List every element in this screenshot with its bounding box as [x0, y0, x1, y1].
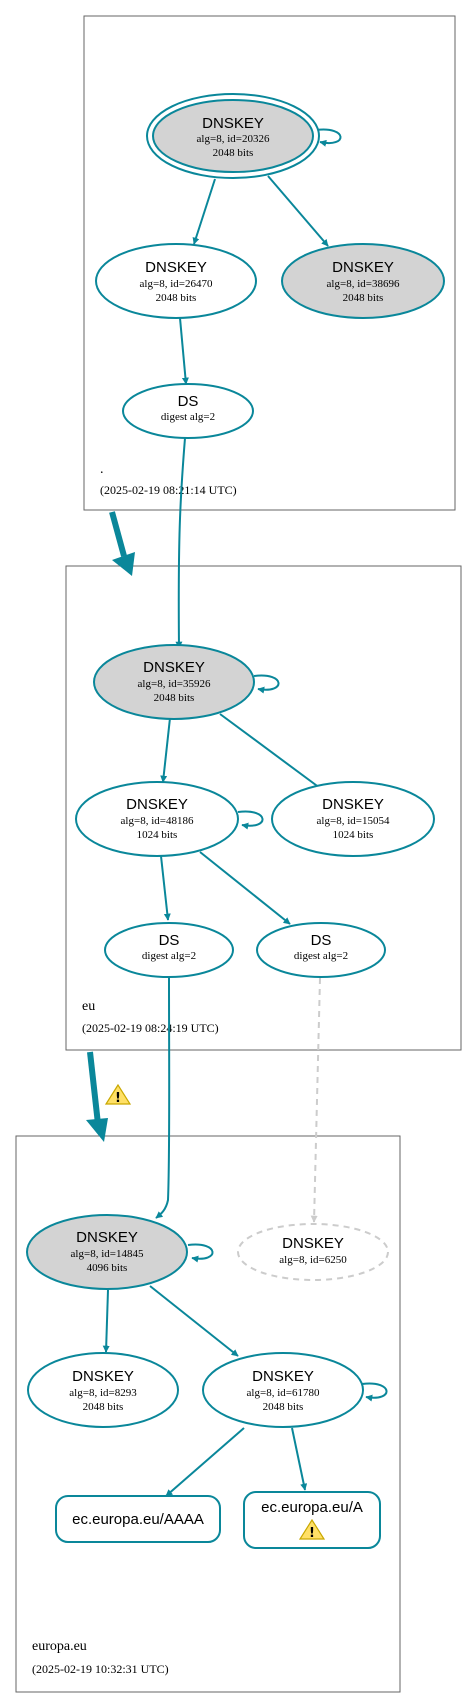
zone-timestamp-europa-eu: (2025-02-19 10:32:31 UTC) — [32, 1662, 169, 1676]
node-title: DS — [178, 393, 199, 410]
node-eu-zsk-48186[interactable]: DNSKEY alg=8, id=48186 1024 bits — [75, 781, 239, 857]
node-line: 1024 bits — [137, 829, 178, 841]
node-eu-ds-1[interactable]: DS digest alg=2 — [104, 922, 234, 978]
zone-timestamp-root: (2025-02-19 08:21:14 UTC) — [100, 483, 237, 497]
node-line: alg=8, id=35926 — [138, 678, 211, 690]
node-title: DNSKEY — [322, 796, 384, 813]
edge-root-zsk1-ds — [179, 317, 189, 385]
zone-name-europa-eu: europa.eu — [32, 1639, 87, 1654]
node-line: digest alg=2 — [294, 950, 348, 962]
node-line: alg=8, id=6250 — [279, 1254, 347, 1266]
edges — [102, 128, 388, 1497]
node-title: DNSKEY — [145, 259, 207, 276]
node-europa-missing-key[interactable]: DNSKEY alg=8, id=6250 — [237, 1223, 389, 1281]
node-title: DS — [311, 932, 332, 949]
node-root-zsk-38696[interactable]: DNSKEY alg=8, id=38696 2048 bits — [281, 243, 445, 319]
edge-europa-ksk-zsk2 — [149, 1285, 239, 1357]
warning-icon[interactable]: ! — [104, 1083, 132, 1106]
edge-self-eu-zsk1 — [237, 810, 264, 830]
node-title: DNSKEY — [252, 1368, 314, 1385]
edge-root-ksk-zsk1 — [192, 178, 216, 245]
edge-self-eu-ksk — [253, 674, 280, 694]
edge-root-ds-eu-ksk — [175, 437, 186, 649]
edge-eu-zsk1-ds1 — [160, 855, 171, 921]
zone-name-root: . — [100, 462, 104, 477]
node-line: 2048 bits — [213, 147, 254, 159]
node-line: 4096 bits — [87, 1262, 128, 1274]
edge-eu-ds2-missing-key — [310, 977, 321, 1223]
node-line: alg=8, id=8293 — [69, 1387, 137, 1399]
node-title: DNSKEY — [143, 659, 205, 676]
node-title: DNSKEY — [202, 115, 264, 132]
node-eu-ksk[interactable]: DNSKEY alg=8, id=35926 2048 bits — [93, 644, 255, 720]
node-line: alg=8, id=26470 — [140, 278, 213, 290]
node-line: 2048 bits — [263, 1401, 304, 1413]
node-title: DNSKEY — [76, 1229, 138, 1246]
edge-eu-zsk1-ds2 — [199, 851, 291, 925]
edge-self-europa-zsk2 — [361, 1382, 388, 1402]
node-europa-zsk-8293[interactable]: DNSKEY alg=8, id=8293 2048 bits — [27, 1352, 179, 1428]
node-europa-zsk-61780[interactable]: DNSKEY alg=8, id=61780 2048 bits — [202, 1352, 364, 1428]
warning-mark: ! — [309, 1526, 315, 1541]
edge-root-ksk-zsk2 — [267, 175, 329, 247]
node-rrset-aaaa[interactable]: ec.europa.eu/AAAA — [55, 1495, 221, 1543]
edge-self-europa-ksk — [187, 1243, 214, 1263]
node-title: DNSKEY — [282, 1235, 344, 1252]
node-eu-zsk-15054[interactable]: DNSKEY alg=8, id=15054 1024 bits — [271, 781, 435, 857]
edge-eu-ksk-zsk1 — [160, 717, 171, 783]
node-line: alg=8, id=15054 — [317, 815, 390, 827]
node-line: alg=8, id=48186 — [121, 815, 194, 827]
zone-europa-eu: europa.eu (2025-02-19 10:32:31 UTC) — [15, 1135, 401, 1693]
node-line: 2048 bits — [343, 292, 384, 304]
node-root-ds[interactable]: DS digest alg=2 — [122, 383, 254, 439]
node-title: DNSKEY — [126, 796, 188, 813]
edge-europa-ksk-zsk1 — [102, 1289, 110, 1353]
node-line: alg=8, id=61780 — [247, 1387, 320, 1399]
edge-europa-zsk2-a — [291, 1427, 308, 1491]
node-line: alg=8, id=38696 — [327, 278, 400, 290]
node-eu-ds-2[interactable]: DS digest alg=2 — [256, 922, 386, 978]
node-line: alg=8, id=14845 — [71, 1248, 144, 1260]
zone-root: . (2025-02-19 08:21:14 UTC) — [83, 15, 456, 511]
node-line: alg=8, id=20326 — [197, 133, 270, 145]
node-root-zsk-26470[interactable]: DNSKEY alg=8, id=26470 2048 bits — [95, 243, 257, 319]
node-line: 2048 bits — [156, 292, 197, 304]
warning-mark: ! — [115, 1091, 121, 1106]
edge-europa-zsk2-aaaa — [165, 1427, 245, 1497]
edge-self-root-ksk — [315, 128, 342, 147]
zone-eu: eu (2025-02-19 08:24:19 UTC) — [65, 565, 462, 1051]
edge-eu-ksk-zsk2 — [219, 713, 325, 792]
node-title: DS — [159, 932, 180, 949]
zone-timestamp-eu: (2025-02-19 08:24:19 UTC) — [82, 1021, 219, 1035]
zone-name-eu: eu — [82, 999, 95, 1014]
node-title: ec.europa.eu/AAAA — [72, 1511, 204, 1528]
node-root-ksk[interactable]: DNSKEY alg=8, id=20326 2048 bits — [146, 93, 320, 179]
node-title: ec.europa.eu/A — [261, 1499, 363, 1516]
delegation-arrows — [86, 511, 135, 1142]
node-line: digest alg=2 — [142, 950, 196, 962]
node-title: DNSKEY — [72, 1368, 134, 1385]
node-title: DNSKEY — [332, 259, 394, 276]
node-line: 2048 bits — [83, 1401, 124, 1413]
node-europa-ksk[interactable]: DNSKEY alg=8, id=14845 4096 bits — [26, 1214, 188, 1290]
edge-eu-ds1-europa-ksk — [155, 977, 171, 1219]
node-line: 2048 bits — [154, 692, 195, 704]
warning-icon[interactable]: ! — [298, 1518, 326, 1541]
nodes: DNSKEY alg=8, id=20326 2048 bits DNSKEY … — [26, 93, 445, 1549]
node-line: digest alg=2 — [161, 411, 215, 423]
node-line: 1024 bits — [333, 829, 374, 841]
